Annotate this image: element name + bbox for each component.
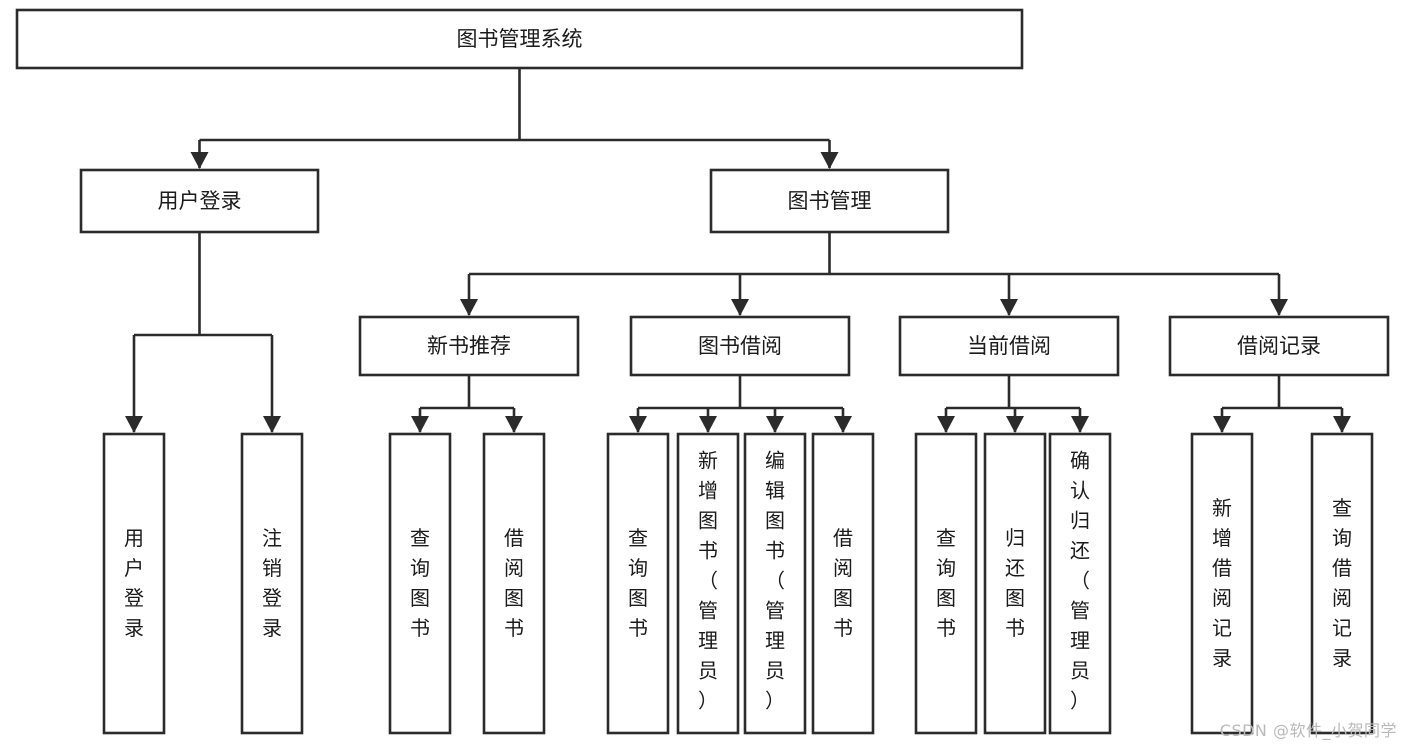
node-leaf-query-book-1[interactable]: 查询图书 bbox=[388, 432, 452, 735]
arrow-head-icon bbox=[411, 416, 429, 433]
node-leaf-query-borrow-record[interactable]: 查询借阅记录 bbox=[1310, 432, 1374, 735]
arrow-head-icon bbox=[834, 416, 852, 433]
node-leaf-return-book[interactable]: 归还图书 bbox=[983, 432, 1047, 735]
node-leaf-add-borrow-record-box[interactable] bbox=[1190, 432, 1254, 735]
node-leaf-logout-login-box[interactable] bbox=[240, 432, 304, 735]
node-leaf-confirm-return-admin-label: 确认归还（管理员） bbox=[1070, 449, 1090, 713]
arrow-head-icon bbox=[629, 416, 647, 433]
arrow-head-icon bbox=[190, 152, 209, 169]
node-leaf-confirm-return-admin[interactable]: 确认归还（管理员） bbox=[1048, 432, 1112, 735]
node-book-borrow-label: 图书借阅 bbox=[698, 334, 782, 358]
node-leaf-logout-login-label: 注销登录 bbox=[262, 526, 282, 640]
node-leaf-user-login[interactable]: 用户登录 bbox=[102, 432, 166, 735]
node-leaf-query-book-3[interactable]: 查询图书 bbox=[914, 432, 978, 735]
node-leaf-query-book-1-label: 查询图书 bbox=[410, 526, 430, 640]
node-leaf-borrow-book-2-label: 借阅图书 bbox=[833, 526, 853, 640]
arrow-head-icon bbox=[1333, 416, 1351, 433]
arrow-head-icon bbox=[460, 299, 478, 316]
arrow-head-icon bbox=[820, 152, 839, 169]
arrow-head-icon bbox=[1071, 416, 1089, 433]
node-new-book-recommend-box[interactable] bbox=[358, 315, 580, 377]
node-leaf-confirm-return-admin-box[interactable] bbox=[1048, 432, 1112, 735]
node-leaf-borrow-book-1-box[interactable] bbox=[482, 432, 546, 735]
node-root-box[interactable] bbox=[15, 8, 1024, 70]
node-current-borrow-box[interactable] bbox=[898, 315, 1120, 377]
arrow-head-icon bbox=[1213, 416, 1231, 433]
node-leaf-add-book-admin[interactable]: 新增图书（管理员） bbox=[676, 432, 740, 735]
node-new-book-recommend-label: 新书推荐 bbox=[427, 334, 511, 358]
node-new-book-recommend[interactable]: 新书推荐 bbox=[358, 315, 580, 377]
node-book-manage-label: 图书管理 bbox=[788, 189, 872, 213]
node-leaf-edit-book-admin-label: 编辑图书（管理员） bbox=[765, 449, 785, 713]
node-leaf-borrow-book-1-label: 借阅图书 bbox=[504, 526, 524, 640]
node-leaf-add-book-admin-box[interactable] bbox=[676, 432, 740, 735]
node-leaf-return-book-box[interactable] bbox=[983, 432, 1047, 735]
arrow-head-icon bbox=[125, 416, 143, 433]
node-current-borrow[interactable]: 当前借阅 bbox=[898, 315, 1120, 377]
node-leaf-add-borrow-record[interactable]: 新增借阅记录 bbox=[1190, 432, 1254, 735]
node-leaf-query-book-1-box[interactable] bbox=[388, 432, 452, 735]
node-leaf-edit-book-admin-box[interactable] bbox=[743, 432, 807, 735]
node-leaf-query-borrow-record-box[interactable] bbox=[1310, 432, 1374, 735]
node-book-borrow[interactable]: 图书借阅 bbox=[629, 315, 851, 377]
arrow-head-icon bbox=[766, 416, 784, 433]
node-leaf-query-book-3-box[interactable] bbox=[914, 432, 978, 735]
node-leaf-query-book-2-box[interactable] bbox=[606, 432, 670, 735]
node-book-manage[interactable]: 图书管理 bbox=[709, 168, 950, 234]
arrow-head-icon bbox=[263, 416, 281, 433]
edges-layer bbox=[125, 68, 1351, 433]
node-leaf-query-book-2-label: 查询图书 bbox=[628, 526, 648, 640]
arrow-head-icon bbox=[937, 416, 955, 433]
node-book-manage-box[interactable] bbox=[709, 168, 950, 234]
arrow-head-icon bbox=[1006, 416, 1024, 433]
node-leaf-borrow-book-2-box[interactable] bbox=[811, 432, 875, 735]
node-user-login-label: 用户登录 bbox=[158, 189, 242, 213]
node-borrow-record-box[interactable] bbox=[1168, 315, 1390, 377]
node-leaf-add-borrow-record-label: 新增借阅记录 bbox=[1212, 496, 1232, 670]
node-leaf-borrow-book-1[interactable]: 借阅图书 bbox=[482, 432, 546, 735]
node-root[interactable]: 图书管理系统 bbox=[15, 8, 1024, 70]
arrow-head-icon bbox=[1000, 299, 1018, 316]
arrow-head-icon bbox=[699, 416, 717, 433]
node-leaf-user-login-label: 用户登录 bbox=[124, 526, 144, 640]
arrow-head-icon bbox=[505, 416, 523, 433]
nodes-layer: 图书管理系统用户登录图书管理新书推荐图书借阅当前借阅借阅记录用户登录注销登录查询… bbox=[15, 8, 1390, 735]
node-root-label: 图书管理系统 bbox=[457, 27, 583, 51]
node-leaf-return-book-label: 归还图书 bbox=[1005, 526, 1025, 640]
node-leaf-borrow-book-2[interactable]: 借阅图书 bbox=[811, 432, 875, 735]
node-user-login-box[interactable] bbox=[79, 168, 320, 234]
node-leaf-user-login-box[interactable] bbox=[102, 432, 166, 735]
node-book-borrow-box[interactable] bbox=[629, 315, 851, 377]
node-leaf-query-book-3-label: 查询图书 bbox=[936, 526, 956, 640]
node-user-login[interactable]: 用户登录 bbox=[79, 168, 320, 234]
node-borrow-record[interactable]: 借阅记录 bbox=[1168, 315, 1390, 377]
node-leaf-add-book-admin-label: 新增图书（管理员） bbox=[698, 449, 718, 713]
arrow-head-icon bbox=[731, 299, 749, 316]
arrow-head-icon bbox=[1270, 299, 1288, 316]
node-leaf-edit-book-admin[interactable]: 编辑图书（管理员） bbox=[743, 432, 807, 735]
node-borrow-record-label: 借阅记录 bbox=[1237, 334, 1321, 358]
node-leaf-query-borrow-record-label: 查询借阅记录 bbox=[1332, 496, 1352, 670]
node-leaf-query-book-2[interactable]: 查询图书 bbox=[606, 432, 670, 735]
node-current-borrow-label: 当前借阅 bbox=[967, 334, 1051, 358]
node-leaf-logout-login[interactable]: 注销登录 bbox=[240, 432, 304, 735]
